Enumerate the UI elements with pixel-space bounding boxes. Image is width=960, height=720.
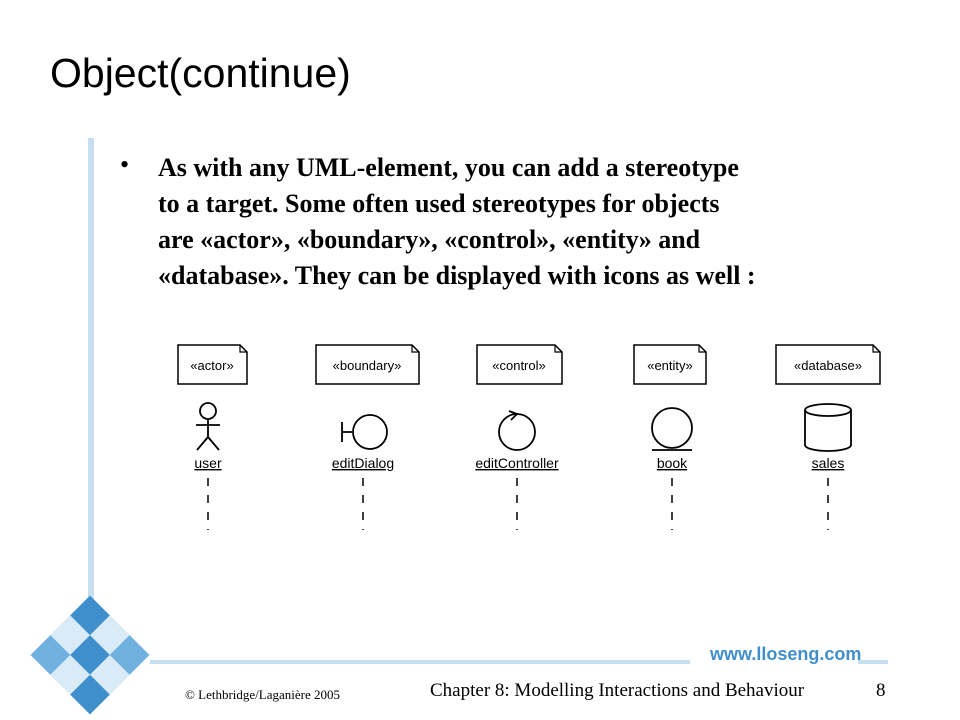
- stereotype-label: «actor»: [190, 358, 233, 373]
- object-name: editController: [475, 455, 559, 471]
- footer-accent-line: [150, 660, 690, 664]
- note-box: [775, 344, 881, 385]
- boundary-icon: [341, 414, 388, 450]
- bullet-text: As with any UML-element, you can add a s…: [158, 153, 756, 290]
- stereotype-label: «control»: [492, 358, 545, 373]
- bullet-list: • As with any UML-element, you can add a…: [120, 150, 920, 294]
- object-control: «control» editController: [475, 344, 563, 530]
- object-actor: «actor» user: [177, 344, 248, 530]
- note-box: [476, 344, 563, 385]
- slide-title: Object(continue): [50, 50, 351, 96]
- stereotype-label: «database»: [794, 358, 862, 373]
- object-name: book: [657, 455, 688, 471]
- page-number: 8: [876, 680, 886, 701]
- control-icon: [498, 410, 536, 451]
- footer-copyright: © Lethbridge/Laganière 2005: [185, 687, 340, 702]
- object-name: editDialog: [332, 455, 394, 471]
- object-name: user: [194, 455, 222, 471]
- note-box: [315, 344, 420, 385]
- note-box: [177, 344, 248, 385]
- stereotype-label: «entity»: [647, 358, 693, 373]
- vertical-accent-bar: [88, 138, 94, 638]
- decorative-diamond-logo: [30, 595, 150, 715]
- entity-icon: [651, 407, 693, 451]
- stereotype-label: «boundary»: [333, 358, 402, 373]
- actor-icon: [196, 402, 220, 451]
- object-database: «database» sales: [775, 344, 881, 530]
- object-entity: «entity» book: [633, 344, 707, 530]
- footer-chapter: Chapter 8: Modelling Interactions and Be…: [430, 680, 805, 701]
- object-name: sales: [812, 455, 845, 471]
- database-icon: [804, 403, 852, 452]
- footer-accent-line-right: [858, 660, 888, 664]
- bullet-marker: •: [120, 150, 130, 179]
- object-boundary: «boundary» editDialog: [315, 344, 420, 530]
- note-box: [633, 344, 707, 385]
- website-label: www.lloseng.com: [710, 644, 862, 664]
